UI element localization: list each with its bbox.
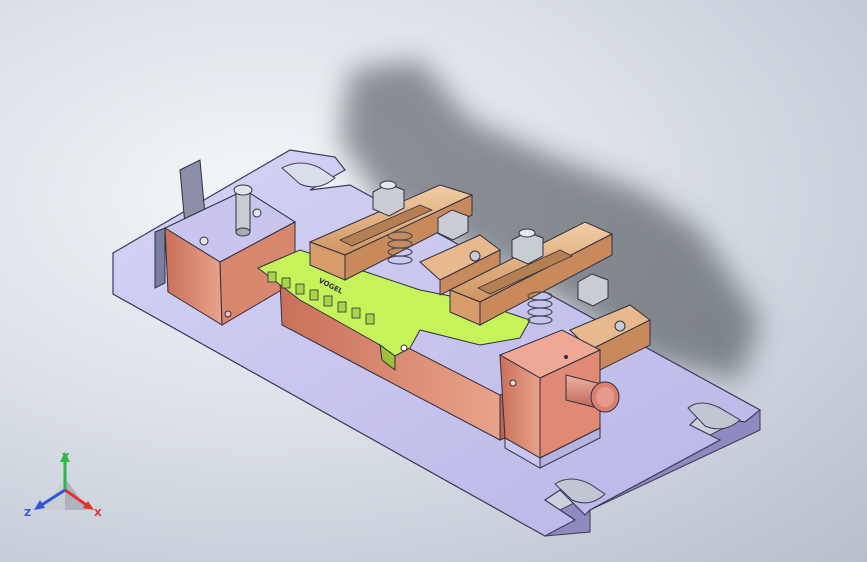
y-axis-label: Y (61, 452, 70, 463)
cast-shadow (340, 60, 760, 380)
bolt-hole (199, 236, 209, 246)
locating-pin (235, 189, 251, 233)
spring (387, 231, 413, 265)
hex-nut (577, 273, 609, 307)
bolt-hole (252, 208, 262, 218)
x-axis-label: X (94, 508, 102, 519)
z-axis-arrow-icon (39, 488, 66, 508)
cylinder-pin[interactable] (565, 374, 620, 413)
right-pusher-block[interactable] (498, 329, 620, 469)
left-stop-block[interactable] (154, 159, 296, 326)
clamp-support-blocks (419, 234, 651, 376)
nest-workpiece[interactable]: VOGEL (257, 249, 531, 372)
orientation-triad[interactable]: Y X Z (22, 448, 108, 528)
nest-teeth (267, 271, 375, 325)
clamp-bar-1[interactable] (308, 180, 474, 281)
base-slot-bottom (554, 478, 606, 504)
z-axis-label: Z (24, 508, 31, 519)
spring (527, 291, 553, 325)
x-axis-arrow-icon (64, 488, 89, 508)
base-slot-top-left (281, 162, 336, 188)
base-slot-right (687, 402, 741, 430)
hex-nut (437, 209, 469, 241)
clamp-bar-2[interactable] (448, 221, 614, 326)
